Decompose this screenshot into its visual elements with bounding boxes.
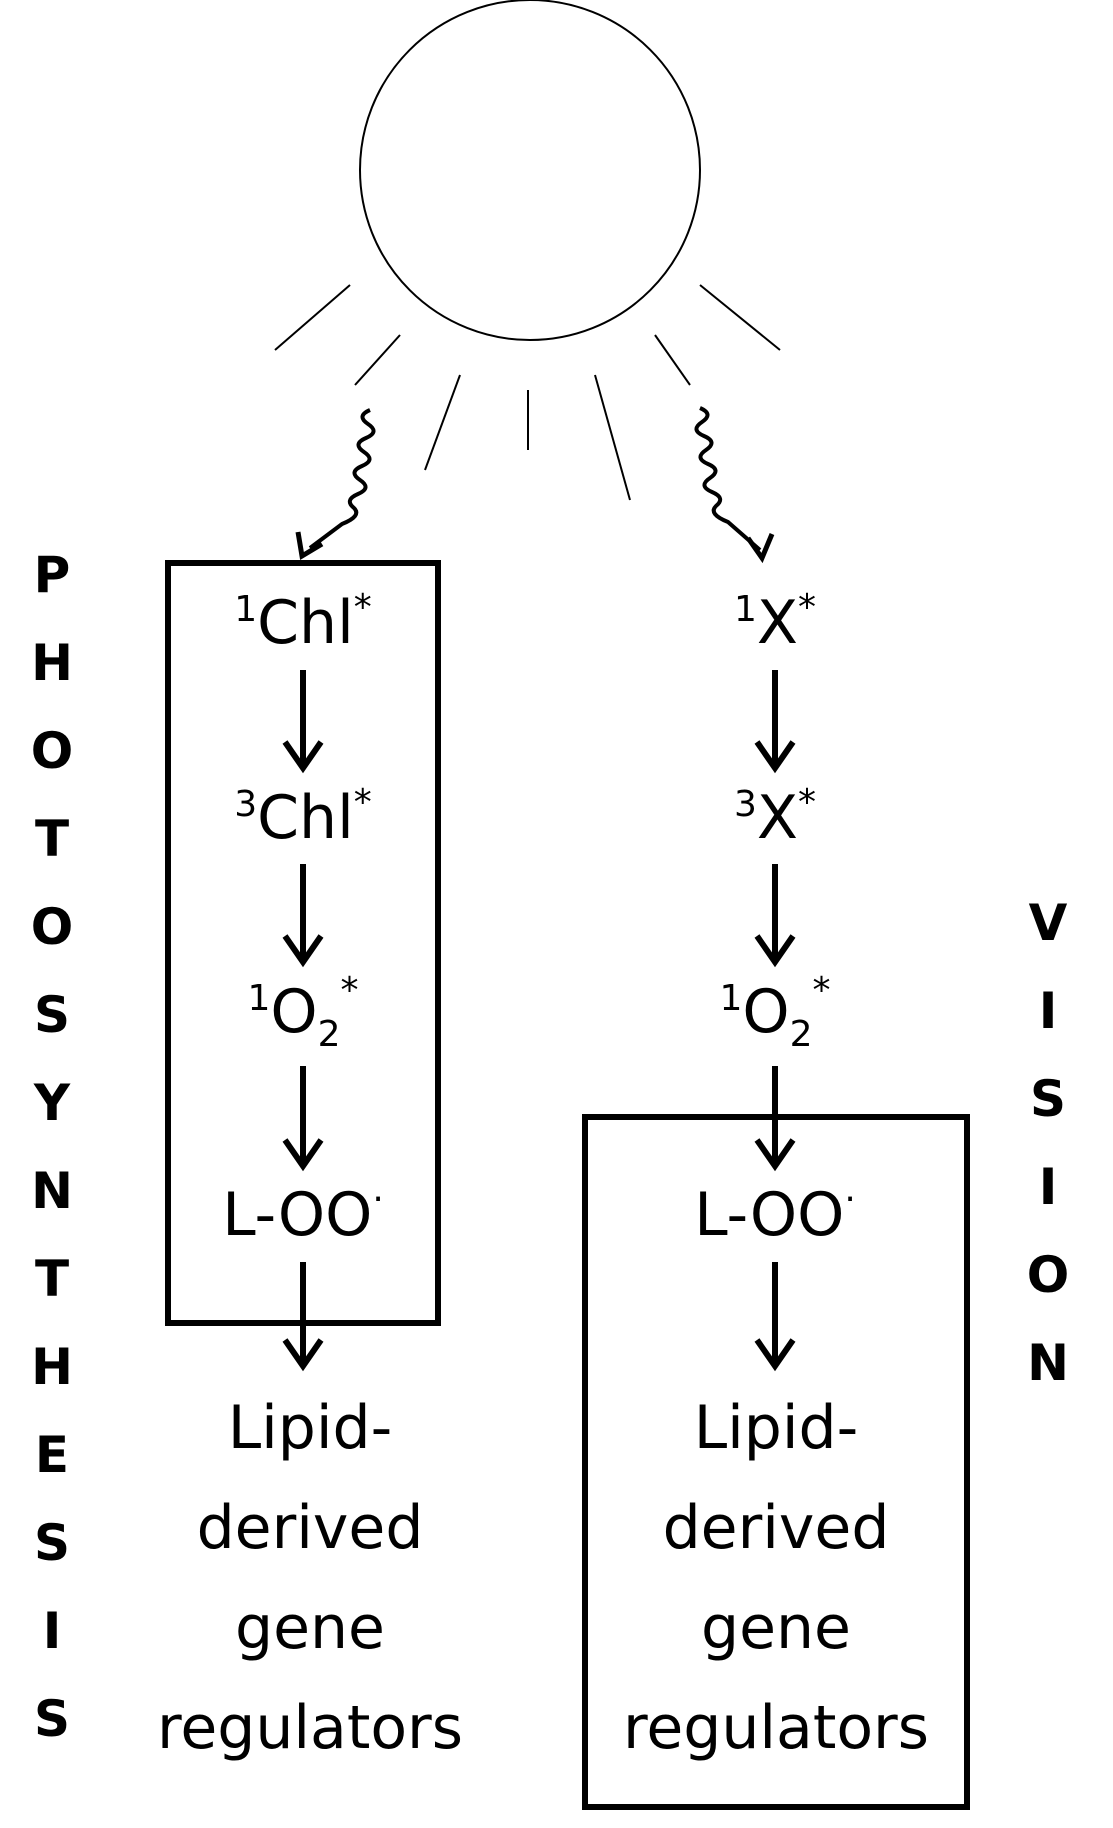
vision-outcome-line: regulators [623, 1693, 929, 1763]
sun-ray [274, 284, 351, 351]
vision-outcome-line: gene [701, 1593, 851, 1663]
photosynthesis-label-letter: N [31, 1162, 73, 1220]
photosynthesis-node: L-OO· [222, 1179, 384, 1250]
photosynthesis-node: 1O2* [247, 970, 358, 1055]
photosynthesis-outcome: Lipid-derived gene regulators [157, 1393, 463, 1763]
photosynthesis-label-letter: O [31, 722, 74, 780]
vision-node: 1O2* [719, 970, 830, 1055]
vision-node: 1X* [734, 587, 816, 658]
photosynthesis-label-letter: T [35, 1250, 69, 1308]
light-arrow-left [295, 408, 376, 561]
vision-label-letter: O [1027, 1246, 1070, 1304]
vision-outcome-line: Lipid- [694, 1393, 859, 1463]
photosynthesis-outcome-line: gene [235, 1593, 385, 1663]
vision-label-letter: V [1029, 894, 1068, 952]
photosynthesis-label-letter: T [35, 810, 69, 868]
sun-ray [424, 374, 461, 471]
down-arrow [754, 670, 796, 774]
down-arrow [754, 1066, 796, 1172]
vision-label-letter: I [1039, 982, 1058, 1040]
photosynthesis-label-letter: S [34, 1690, 70, 1748]
photosynthesis-label-letter: H [31, 634, 73, 692]
photosynthesis-outcome-line: Lipid- [228, 1393, 393, 1463]
sun-ray [699, 284, 781, 351]
vision-label-letter: N [1027, 1334, 1069, 1392]
light-arrow-right [694, 406, 775, 564]
cascade-arrows [282, 670, 796, 1372]
sun-ray [654, 334, 691, 386]
vision-outcome: Lipid-derived gene regulators [623, 1393, 929, 1763]
photosynthesis-label-letter: I [43, 1602, 62, 1660]
down-arrow [282, 1066, 324, 1172]
sun-disc [359, 0, 701, 341]
photosynthesis-label-letter: S [34, 986, 70, 1044]
sun-ray [594, 374, 631, 501]
vision-outcome-line: derived [663, 1493, 890, 1563]
photosynthesis-label-letter: O [31, 898, 74, 956]
photosynthesis-label-letter: P [34, 546, 71, 604]
vision-label-letter: S [1030, 1070, 1066, 1128]
photosynthesis-label-letter: H [31, 1338, 73, 1396]
down-arrow [282, 670, 324, 774]
photosynthesis-label-letter: S [34, 1514, 70, 1572]
photosynthesis-outcome-line: derived [197, 1493, 424, 1563]
vision-label-letter: I [1039, 1158, 1058, 1216]
down-arrow [282, 864, 324, 968]
photosynthesis-label-letter: E [35, 1426, 69, 1484]
down-arrow [754, 1262, 796, 1372]
vision-node: L-OO· [694, 1179, 856, 1250]
sun-icon [274, 0, 781, 501]
sun-ray [354, 334, 401, 386]
down-arrow [754, 864, 796, 968]
vision-cascade: 1X* 3X* 1O2* L-OO· [694, 587, 856, 1250]
photosynthesis-label-letter: Y [33, 1074, 71, 1132]
photosynthesis-node: 1Chl* [234, 587, 372, 658]
down-arrow [282, 1262, 324, 1372]
photosynthesis-cascade: 1Chl* 3Chl* 1O2* L-OO· [222, 587, 384, 1250]
vision-node: 3X* [734, 782, 816, 853]
photosynthesis-outcome-line: regulators [157, 1693, 463, 1763]
photosynthesis-node: 3Chl* [234, 782, 372, 853]
